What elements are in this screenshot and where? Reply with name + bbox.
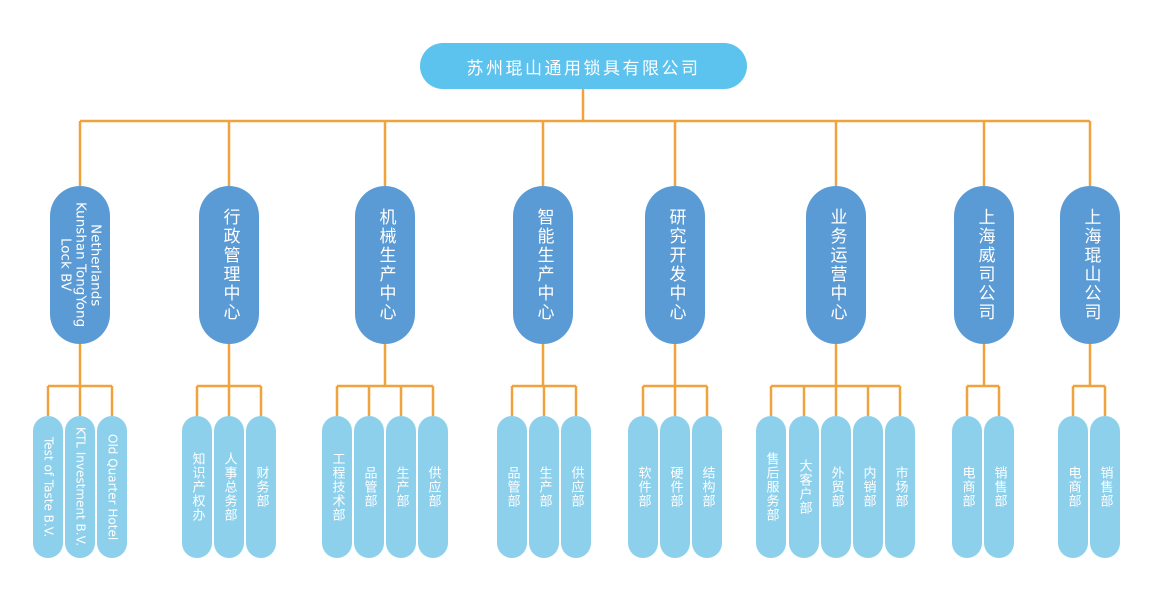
department-node: Test of Taste B.V.	[33, 416, 63, 558]
department-label: 供应部	[425, 466, 441, 508]
department-node: 品管部	[497, 416, 527, 558]
department-label: KTL Investment B.V.	[73, 427, 88, 547]
department-label: 硬件部	[667, 466, 683, 508]
center-node: 上海琨山公司	[1060, 186, 1120, 344]
department-label: 售后服务部	[763, 452, 779, 522]
department-node: 生产部	[386, 416, 416, 558]
department-label: 销售部	[1097, 466, 1113, 508]
department-node: 品管部	[354, 416, 384, 558]
department-label: 品管部	[361, 466, 377, 508]
department-node: 工程技术部	[322, 416, 352, 558]
department-node: 售后服务部	[756, 416, 786, 558]
center-label: 机械生产中心	[375, 208, 396, 322]
root-company: 苏州琨山通用锁具有限公司	[420, 43, 747, 89]
department-label: Test of Taste B.V.	[41, 436, 56, 538]
center-label: Netherlands Kunshan TongYong Lock BV	[57, 202, 104, 328]
department-node: KTL Investment B.V.	[65, 416, 95, 558]
department-label: 工程技术部	[329, 452, 345, 522]
department-node: 销售部	[984, 416, 1014, 558]
center-node: 智能生产中心	[513, 186, 573, 344]
department-node: 供应部	[418, 416, 448, 558]
center-label: 研究开发中心	[665, 208, 686, 322]
department-node: 供应部	[561, 416, 591, 558]
center-label: 上海威司公司	[974, 208, 995, 322]
center-node: 研究开发中心	[645, 186, 705, 344]
department-label: Old Quarter Hotel	[105, 433, 120, 541]
department-label: 供应部	[568, 466, 584, 508]
department-node: 电商部	[952, 416, 982, 558]
department-label: 电商部	[959, 466, 975, 508]
department-node: 硬件部	[660, 416, 690, 558]
department-label: 市场部	[892, 466, 908, 508]
root-company-label: 苏州琨山通用锁具有限公司	[466, 58, 701, 79]
department-label: 人事总务部	[221, 452, 237, 522]
center-label: 业务运营中心	[826, 208, 847, 322]
department-label: 销售部	[991, 466, 1007, 508]
department-node: 市场部	[885, 416, 915, 558]
department-label: 内销部	[860, 466, 876, 508]
center-node: 机械生产中心	[355, 186, 415, 344]
department-label: 大客户部	[796, 459, 812, 515]
department-node: 结构部	[692, 416, 722, 558]
department-node: 人事总务部	[214, 416, 244, 558]
department-label: 财务部	[253, 466, 269, 508]
department-label: 品管部	[504, 466, 520, 508]
department-label: 外贸部	[828, 466, 844, 508]
department-label: 结构部	[699, 466, 715, 508]
center-node: 行政管理中心	[199, 186, 259, 344]
center-node: 业务运营中心	[806, 186, 866, 344]
department-node: 电商部	[1058, 416, 1088, 558]
department-label: 电商部	[1065, 466, 1081, 508]
department-node: 内销部	[853, 416, 883, 558]
department-node: 财务部	[246, 416, 276, 558]
department-node: 知识产权办	[182, 416, 212, 558]
department-label: 生产部	[393, 466, 409, 508]
department-node: 外贸部	[821, 416, 851, 558]
department-node: 生产部	[529, 416, 559, 558]
center-label: 智能生产中心	[533, 208, 554, 322]
department-label: 知识产权办	[189, 452, 205, 522]
department-label: 生产部	[536, 466, 552, 508]
center-node: Netherlands Kunshan TongYong Lock BV	[50, 186, 110, 344]
department-node: 大客户部	[789, 416, 819, 558]
center-label: 上海琨山公司	[1080, 208, 1101, 322]
department-node: Old Quarter Hotel	[97, 416, 127, 558]
department-label: 软件部	[635, 466, 651, 508]
center-label: 行政管理中心	[219, 208, 240, 322]
center-node: 上海威司公司	[954, 186, 1014, 344]
department-node: 销售部	[1090, 416, 1120, 558]
department-node: 软件部	[628, 416, 658, 558]
